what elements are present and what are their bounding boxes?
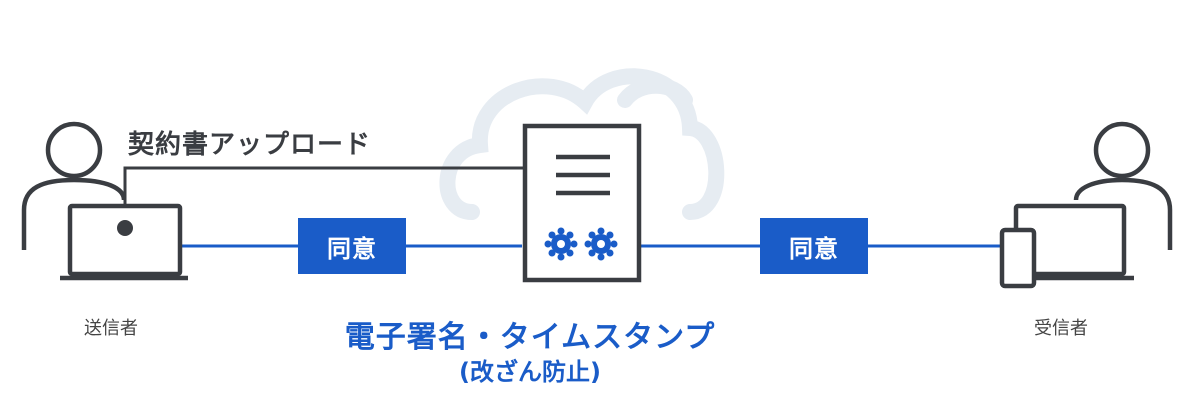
smartphone-icon — [999, 227, 1037, 289]
document-icon — [522, 123, 642, 283]
tamper-label: (改ざん防止) — [459, 358, 601, 386]
cloud-icon — [439, 68, 725, 220]
agree-badge-left: 同意 — [298, 218, 406, 274]
upload-label: 契約書アップロード — [128, 130, 372, 160]
seal-icon — [544, 227, 618, 261]
receiver-label: 受信者 — [1034, 318, 1088, 339]
upload-point — [117, 220, 133, 236]
signature-label: 電子署名・タイムスタンプ — [344, 320, 716, 355]
sender-person-icon — [21, 121, 127, 250]
receiver-person-icon — [1073, 121, 1173, 250]
laptop-icon — [60, 203, 188, 281]
agree-badge-right: 同意 — [760, 218, 868, 274]
sender-label: 送信者 — [84, 318, 138, 339]
